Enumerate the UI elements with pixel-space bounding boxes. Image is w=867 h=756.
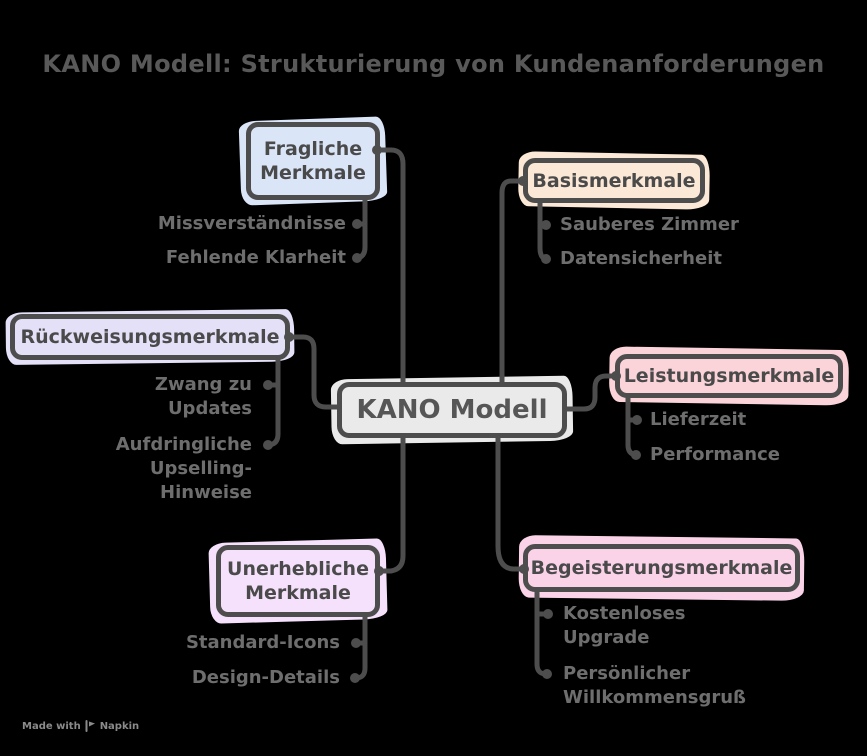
connector-dot [632, 415, 642, 425]
connector-dot [351, 638, 361, 648]
branch-box-begeisterungsmerkmale: Begeisterungsmerkmale [523, 544, 800, 592]
central-node: KANO Modell [337, 382, 567, 438]
connector [286, 334, 342, 410]
branch-label: Basismerkmale [532, 169, 696, 192]
branch-item: Lieferzeit [650, 409, 747, 430]
connector-dot [541, 254, 551, 264]
connector [354, 197, 368, 261]
branch-box-basismerkmale: Basismerkmale [523, 158, 705, 203]
branch-item: Design-Details [191, 667, 340, 688]
branch-label: Unerhebliche Merkmale [227, 558, 369, 604]
connector-dot [352, 253, 362, 263]
branch-label: Begeisterungsmerkmale [530, 557, 793, 579]
diagram-title: KANO Modell: Strukturierung von Kundenan… [42, 50, 825, 78]
connector [374, 147, 406, 385]
connector [266, 357, 281, 448]
connector [377, 435, 406, 574]
branch-box-leistungsmerkmale: Leistungsmerkmale [615, 354, 843, 398]
branch-item: Aufdringliche Upselling- Hinweise [115, 434, 252, 503]
connector [534, 589, 549, 677]
central-node-label: KANO Modell [356, 395, 548, 425]
branch-item: Standard-Icons [185, 632, 340, 653]
connector [499, 178, 526, 385]
connector [495, 435, 526, 572]
branch-item: Zwang zu Updates [154, 374, 252, 419]
connector-dot [263, 440, 273, 450]
branch-item: Missverständnisse [157, 213, 346, 234]
branch-box-fragliche-merkmale: Fragliche Merkmale [246, 122, 380, 200]
branch-box-rueckweisungsmerkmale: Rückweisungsmerkmale [10, 314, 290, 360]
branch-item: Sauberes Zimmer [560, 214, 739, 235]
connector-dot [263, 380, 273, 390]
napkin-logo-icon [85, 720, 95, 732]
branch-label: Leistungsmerkmale [623, 365, 835, 387]
branch-label: Rückweisungsmerkmale [20, 326, 280, 348]
connector-dot [541, 220, 551, 230]
branch-item: Persönlicher Willkommensgruß [563, 663, 746, 708]
connector [625, 395, 639, 458]
branch-box-unerhebliche-merkmale: Unerhebliche Merkmale [216, 545, 380, 617]
connector-dot [542, 669, 552, 679]
branch-item: Performance [650, 444, 780, 465]
connector-dot [352, 219, 362, 229]
branch-item: Fehlende Klarheit [165, 247, 346, 268]
branch-label: Fragliche Merkmale [260, 138, 366, 184]
branch-item: Datensicherheit [560, 248, 722, 269]
connector-dot [350, 673, 360, 683]
connector [562, 373, 618, 412]
branch-item: Kostenloses Upgrade [563, 603, 686, 648]
watermark-brand: Napkin [99, 720, 140, 732]
connector-dot [631, 450, 641, 460]
watermark: Made with Napkin [22, 720, 139, 732]
connector [537, 200, 549, 262]
connector-dot [543, 609, 553, 619]
watermark-text: Made with [22, 720, 81, 732]
